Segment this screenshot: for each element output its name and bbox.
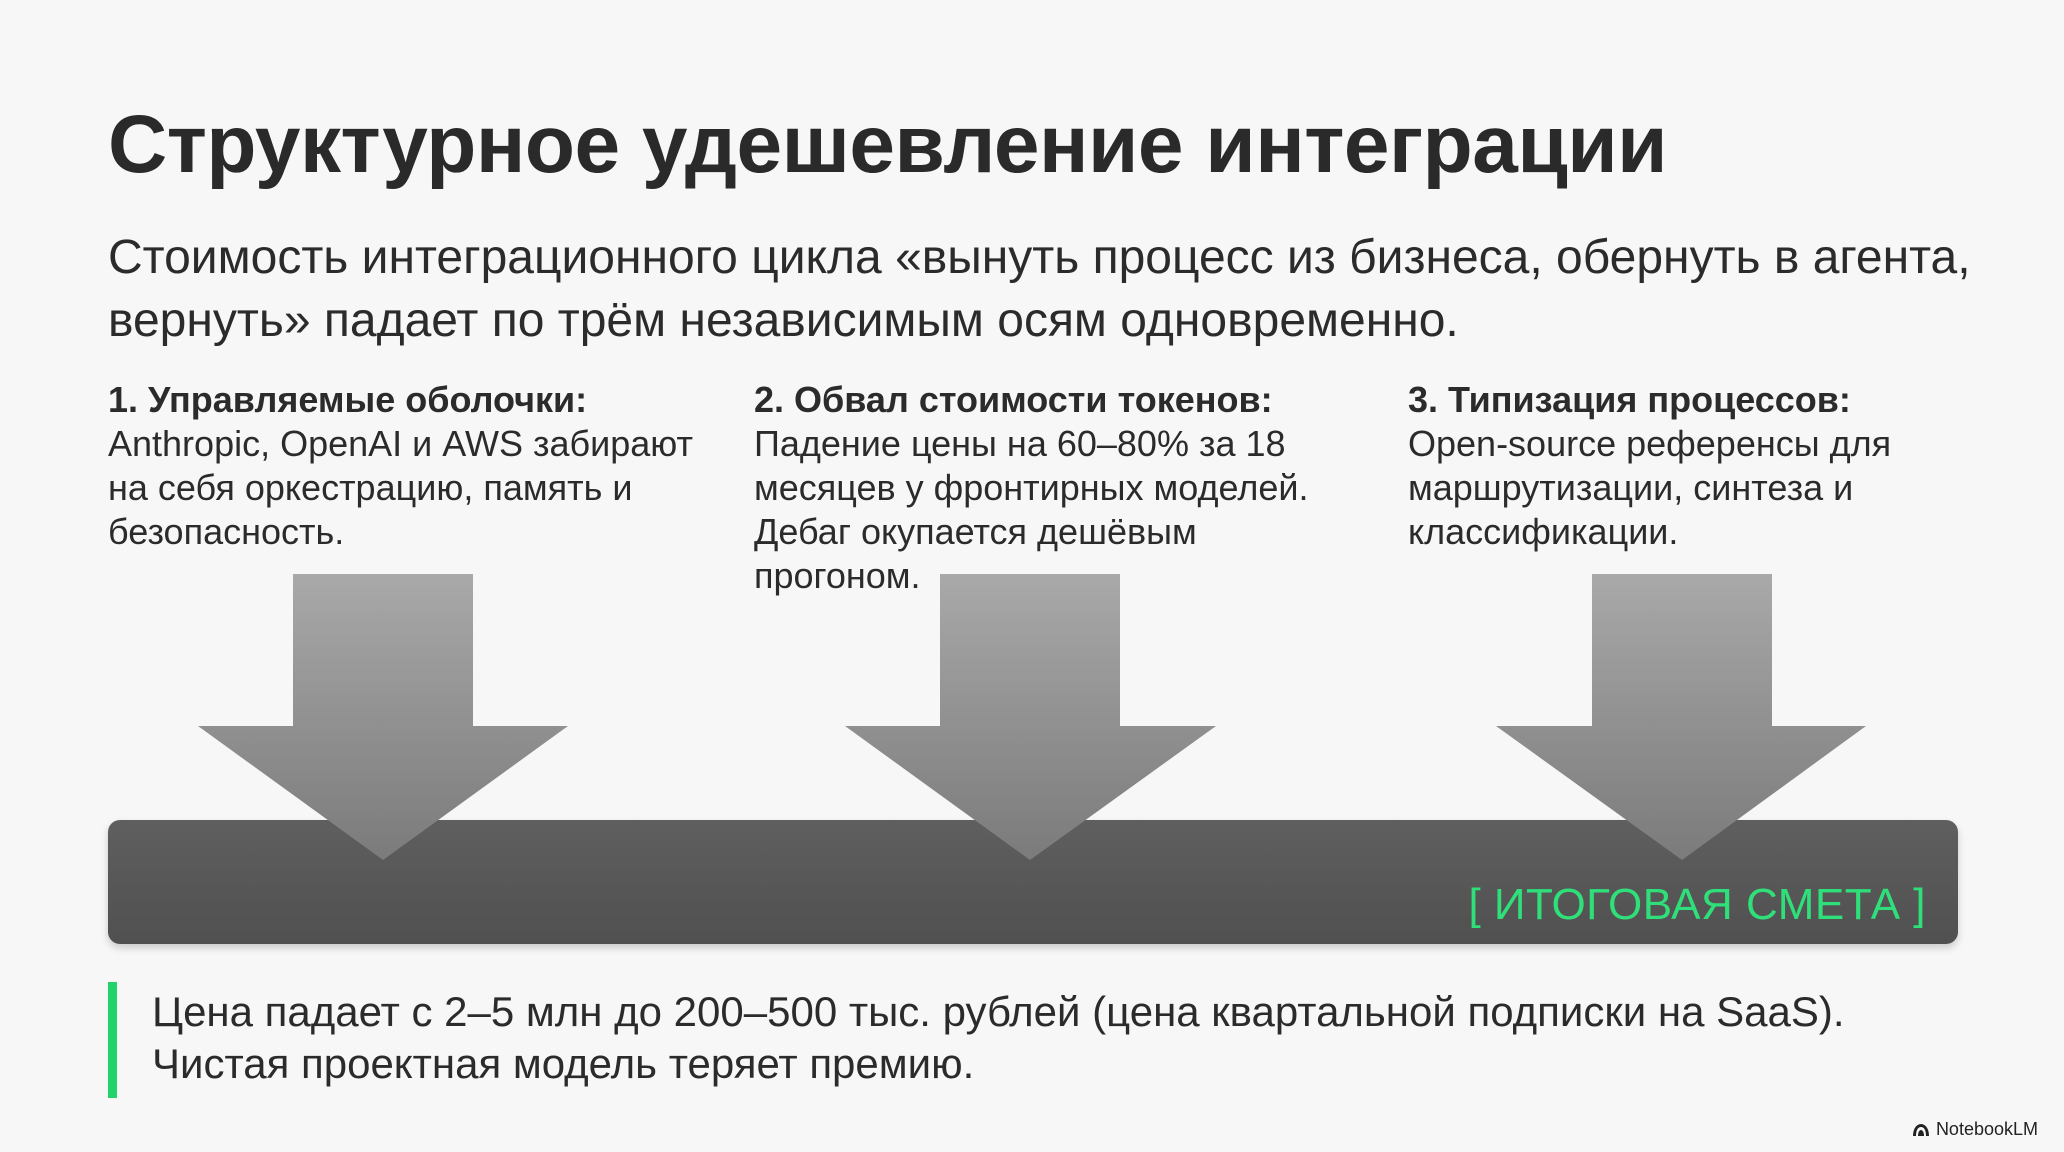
axis-body-2: Падение цены на 60–80% за 18 месяцев у ф… (754, 423, 1309, 596)
down-arrow-icon (1496, 574, 1866, 860)
axis-heading-3: 3. Типизация процессов: (1408, 379, 1851, 420)
axis-heading-1: 1. Управляемые оболочки: (108, 379, 588, 420)
axis-heading-2: 2. Обвал стоимости токенов: (754, 379, 1273, 420)
accent-bar (108, 982, 117, 1098)
slide-title: Структурное удешевление интеграции (108, 99, 1668, 190)
brand-label: NotebookLM (1935, 1119, 2038, 1139)
notebooklm-logo-icon (1912, 1123, 1929, 1136)
down-arrow-icon (198, 574, 568, 860)
down-arrow-icon (845, 574, 1216, 860)
axis-body-1: Anthropic, OpenAI и AWS забирают на себя… (108, 423, 693, 552)
axis-column-3: 3. Типизация процессов: Open-source рефе… (1408, 378, 2008, 554)
conclusion-text: Цена падает с 2–5 млн до 200–500 тыс. ру… (152, 988, 1845, 1087)
total-estimate-label: [ ИТОГОВАЯ СМЕТА ] (1468, 880, 1926, 929)
brand-watermark: NotebookLM (1912, 1119, 2038, 1140)
axis-column-1: 1. Управляемые оболочки: Anthropic, Open… (108, 378, 708, 554)
slide-subtitle: Стоимость интеграционного цикла «вынуть … (108, 231, 1971, 347)
axis-body-3: Open-source референсы для маршрутизации,… (1408, 423, 1892, 552)
axis-column-2: 2. Обвал стоимости токенов: Падение цены… (754, 378, 1354, 598)
